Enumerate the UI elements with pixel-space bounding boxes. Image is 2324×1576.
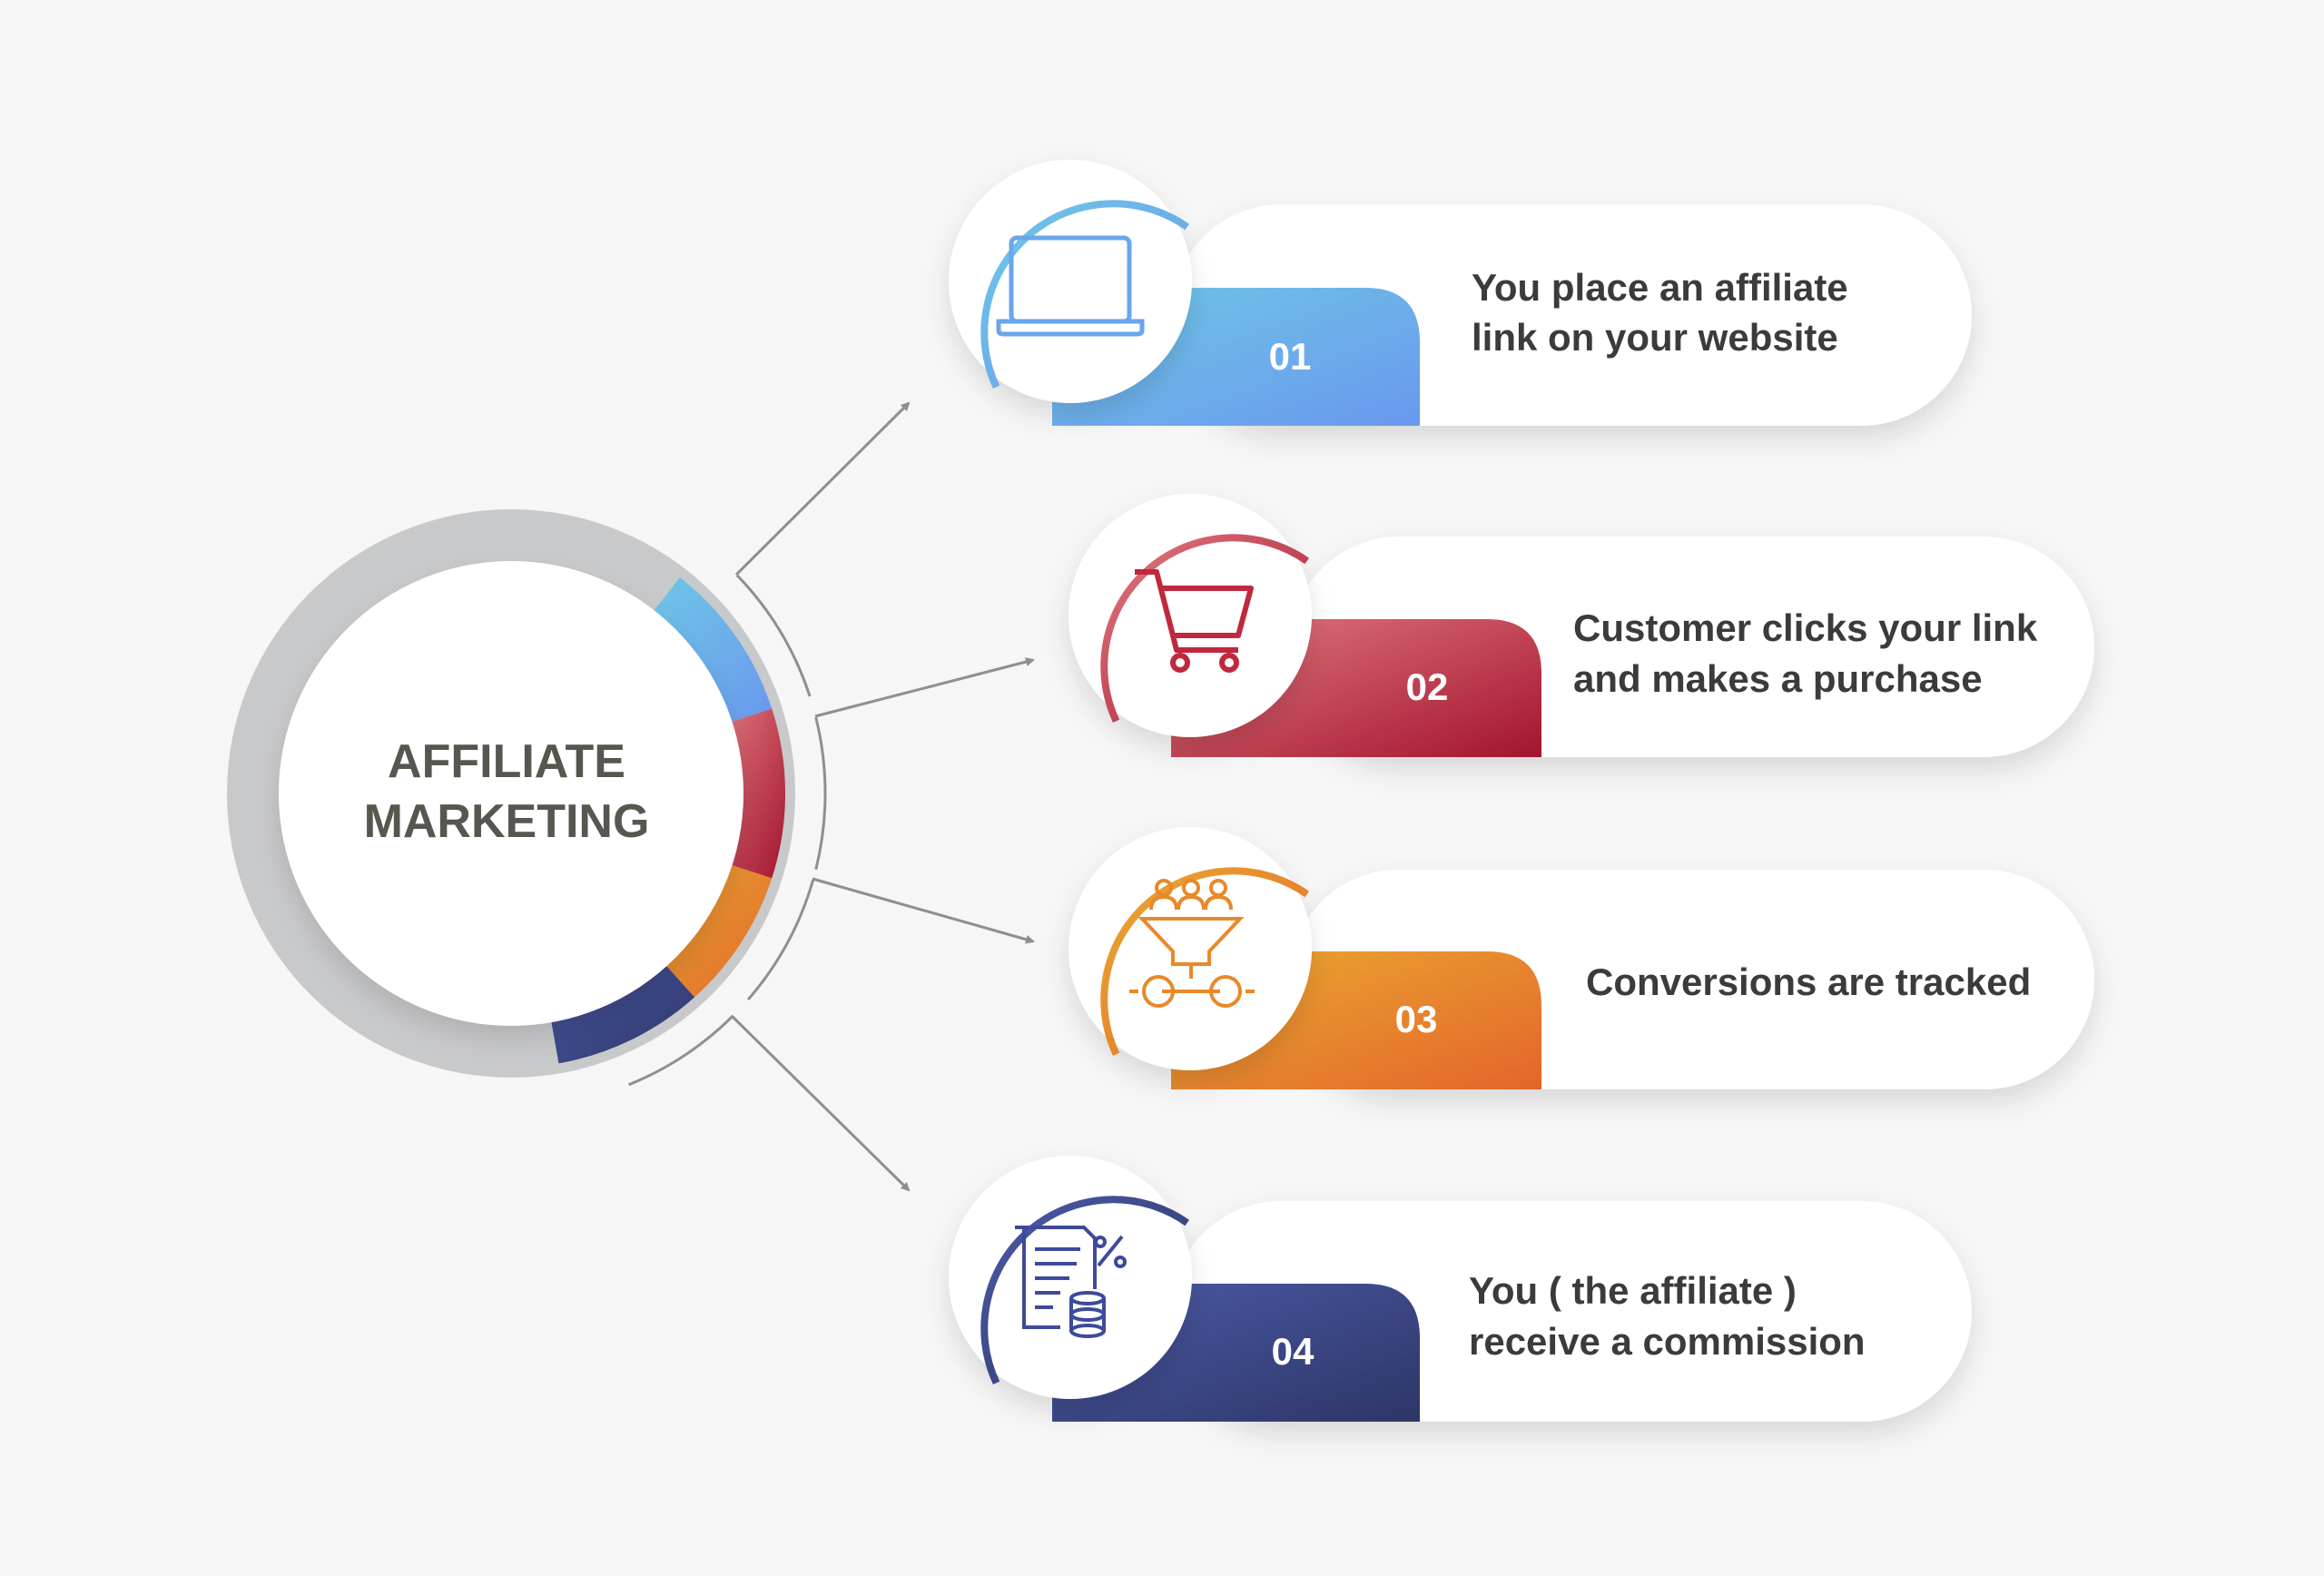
- arrow-to-step-4: [731, 1015, 911, 1192]
- step-text-line: Customer clicks your link: [1573, 606, 2038, 649]
- connectors: [628, 401, 1035, 1192]
- center-title-line1: AFFILIATE: [388, 735, 625, 788]
- hub-segment-orange: [656, 861, 773, 998]
- center-title-line2: MARKETING: [364, 795, 650, 848]
- hub-segment-navy: [548, 955, 695, 1064]
- step-icon-circle: [1068, 494, 1312, 737]
- step-icon-ring: [980, 200, 1189, 389]
- step-icon-circle: [949, 1156, 1192, 1399]
- arrow-to-step-1: [734, 401, 911, 576]
- step-icon-circle: [1068, 827, 1312, 1070]
- step-icon-ring: [1100, 867, 1309, 1057]
- hub-segment-blue: [645, 577, 773, 726]
- step-text-line: You ( the affiliate ): [1469, 1269, 1797, 1312]
- step-card-1: 01 You place an affiliate link on your w…: [949, 160, 1972, 426]
- step-text-line: Conversions are tracked: [1586, 960, 2031, 1003]
- step-number: 01: [1269, 335, 1312, 378]
- arrow-to-step-3: [812, 877, 1035, 944]
- hub-circle: [279, 561, 743, 1026]
- step-number: 03: [1395, 998, 1438, 1040]
- center-hub: AFFILIATE MARKETING: [227, 509, 795, 1078]
- step-text-line: You place an affiliate: [1472, 266, 1848, 309]
- step-number: 04: [1272, 1330, 1315, 1373]
- step-card-2: 02 Customer clicks your link and makes a…: [1068, 494, 2094, 757]
- arrow-to-step-2: [814, 657, 1035, 718]
- step-text-line: link on your website: [1472, 316, 1838, 359]
- connector-arc-3: [746, 879, 815, 1000]
- step-card-3: 03 Conversions are tracked: [1068, 827, 2094, 1089]
- laptop-icon: [996, 235, 1145, 337]
- step-text-line: and makes a purchase: [1573, 657, 1983, 700]
- step-icon-ring: [980, 1196, 1189, 1385]
- connector-arc-2: [814, 716, 827, 871]
- step-text-line: receive a commission: [1469, 1320, 1866, 1363]
- step-icon-circle: [949, 160, 1192, 403]
- connector-arc-1: [735, 574, 812, 697]
- connector-arc-4: [628, 1014, 734, 1087]
- shopping-cart-icon: [1135, 569, 1254, 673]
- step-number: 02: [1406, 665, 1449, 708]
- step-icon-ring: [1100, 534, 1309, 724]
- conversion-funnel-icon: [1129, 879, 1255, 1008]
- commission-invoice-icon: [1015, 1226, 1127, 1338]
- step-card-4: 04 You ( the affiliate ) receive a commi…: [949, 1156, 1972, 1422]
